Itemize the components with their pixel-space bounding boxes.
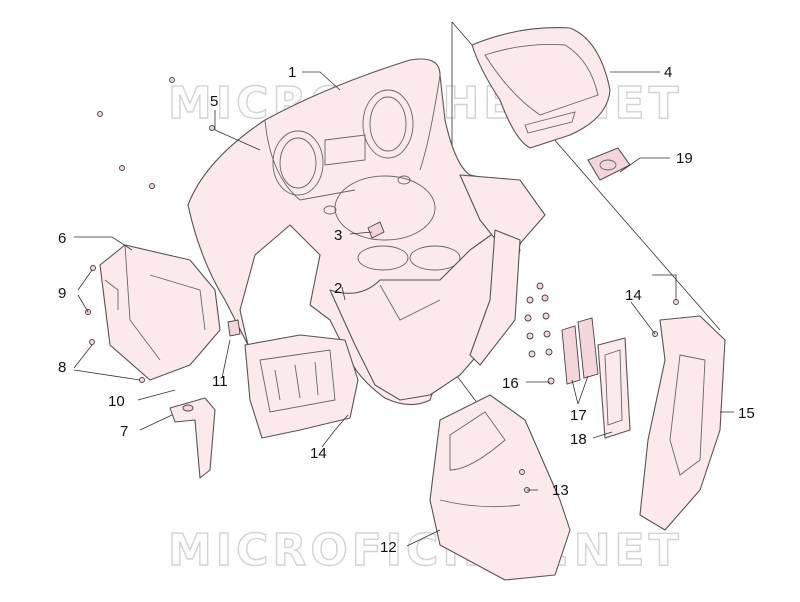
callout-14a: 14 xyxy=(310,445,327,462)
callout-4: 4 xyxy=(664,64,672,81)
part-6-side-box xyxy=(99,244,221,381)
part-18-insert xyxy=(597,337,631,439)
part-12-lower-cover xyxy=(429,394,571,581)
part-11-clip xyxy=(227,319,241,337)
callout-17: 17 xyxy=(570,407,587,424)
part-17-strips xyxy=(561,317,599,385)
callout-9: 9 xyxy=(58,285,66,302)
part-4-cover xyxy=(471,27,611,149)
callout-labels: 1 2 3 4 5 6 7 8 9 10 11 12 13 14 14 15 1… xyxy=(58,64,755,556)
callout-18: 18 xyxy=(570,431,587,448)
callout-14b: 14 xyxy=(625,287,642,304)
callout-7: 7 xyxy=(120,423,128,440)
part-15-side-panel xyxy=(639,315,726,531)
callout-10: 10 xyxy=(108,393,125,410)
callout-12: 12 xyxy=(380,539,397,556)
part-7-bracket xyxy=(169,397,216,479)
callout-15: 15 xyxy=(738,405,755,422)
part-3-clip xyxy=(367,221,385,239)
watermark-bottom: MICROFICHES.NET xyxy=(168,525,683,576)
part-14-lower-duct xyxy=(244,334,359,439)
callout-2: 2 xyxy=(334,280,342,297)
callout-6: 6 xyxy=(58,230,66,247)
callout-19: 19 xyxy=(676,150,693,167)
callout-1: 1 xyxy=(288,64,296,81)
callout-3: 3 xyxy=(334,227,342,244)
part-1-right-rail xyxy=(459,174,546,366)
callout-8: 8 xyxy=(58,359,66,376)
part-19-lock xyxy=(587,147,631,181)
callout-16: 16 xyxy=(502,375,519,392)
callout-5: 5 xyxy=(210,93,218,110)
part-16-fasteners xyxy=(524,282,555,385)
leader-lines xyxy=(73,71,734,547)
callout-11: 11 xyxy=(212,373,228,390)
callout-13: 13 xyxy=(552,482,569,499)
